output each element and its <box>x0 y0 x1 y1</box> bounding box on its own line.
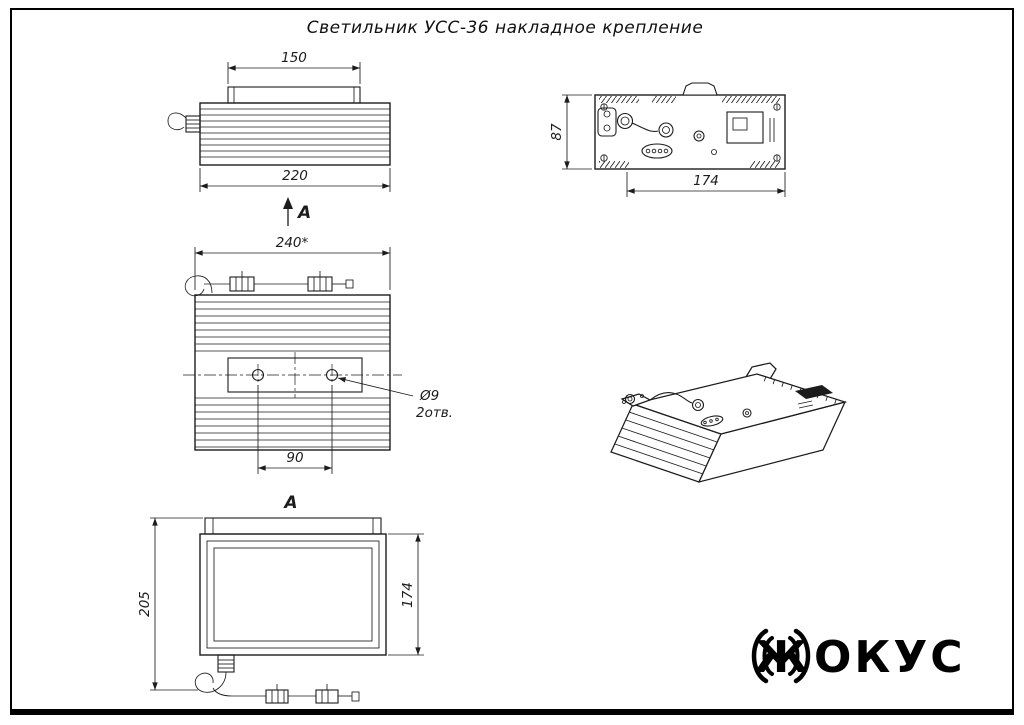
drawing-title: Светильник УСС-36 накладное крепление <box>307 18 704 38</box>
view-isometric <box>610 362 848 483</box>
dim-text-220: 220 <box>282 168 308 184</box>
handle <box>682 82 718 96</box>
front-cable-assembly <box>194 654 360 704</box>
dim-text-174-end: 174 <box>693 173 719 189</box>
side-body <box>199 102 391 166</box>
end-vent-oval <box>641 143 673 159</box>
brand-logo: Ж ОКУС <box>751 628 966 684</box>
dim-text-240: 240* <box>276 235 309 251</box>
dimension-overall-220: 220 <box>199 168 391 192</box>
side-fins <box>200 108 390 158</box>
dimension-width-174-end: 174 <box>626 172 786 197</box>
top-body <box>183 294 402 451</box>
end-body <box>594 82 786 170</box>
front-body <box>199 533 387 656</box>
iso-top-face <box>630 373 848 435</box>
view-front: А <box>137 493 424 704</box>
dim-text-87: 87 <box>549 123 565 141</box>
hole-diameter-note: Ø9 <box>419 388 439 404</box>
view-direction-arrow-icon <box>283 197 293 209</box>
knurl-strip <box>722 96 780 103</box>
iso-fin-lines <box>614 411 718 475</box>
dimension-height-87: 87 <box>549 94 592 170</box>
hole-count-note: 2отв. <box>416 405 453 421</box>
dim-text-205: 205 <box>137 591 153 617</box>
view-label-a: А <box>282 493 297 513</box>
logo-wordmark: ОКУС <box>814 632 966 683</box>
top-fins-upper <box>195 301 390 352</box>
hole-callout: Ø9 2отв. <box>337 377 453 421</box>
dimension-height-205: 205 <box>137 517 203 691</box>
top-fins-lower <box>195 397 390 448</box>
side-cable-gland <box>167 112 201 133</box>
view-end: 87 174 <box>549 82 786 197</box>
view-top: 240* Ø9 2отв. 90 <box>183 235 453 474</box>
end-cable-entry <box>597 107 674 138</box>
dimension-bracket-150: 150 <box>227 50 361 84</box>
knurl-strip <box>599 96 639 103</box>
dim-text-174-front: 174 <box>400 582 416 608</box>
iso-top-details <box>700 385 833 427</box>
logo-symbol: Ж <box>754 632 808 683</box>
end-label-plate <box>726 111 775 144</box>
view-side: 150 220 А <box>167 50 391 226</box>
dimension-overall-240: 240* <box>194 235 391 290</box>
sheet-frame <box>10 8 1014 715</box>
end-corner-screws <box>600 103 781 162</box>
knurl-strip <box>652 96 676 103</box>
dim-text-150: 150 <box>281 50 307 66</box>
dimension-hole-spacing-90: 90 <box>257 385 333 474</box>
dimension-height-174-front: 174 <box>388 533 424 656</box>
dim-text-90: 90 <box>286 450 303 466</box>
section-view-arrow: А <box>283 197 311 226</box>
knurl-strip <box>750 161 780 168</box>
end-small-port <box>693 130 705 142</box>
logo-rays-icon: Ж <box>751 628 811 684</box>
top-mount-plate <box>183 352 402 398</box>
iso-cable-entry <box>620 392 705 412</box>
section-label-a: А <box>296 203 311 223</box>
knurl-strip <box>599 161 629 168</box>
iso-label-plate <box>795 385 833 399</box>
